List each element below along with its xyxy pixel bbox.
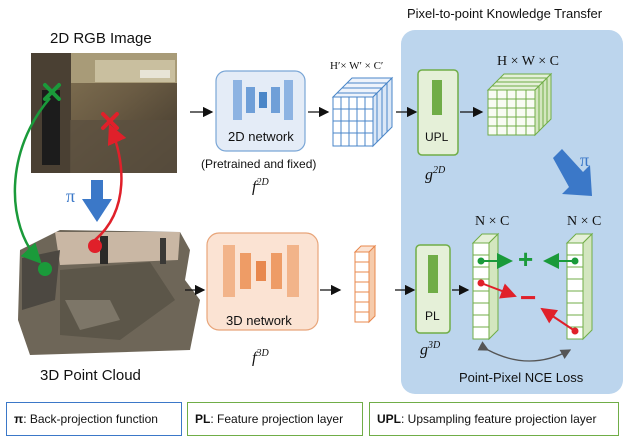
point-features-left-dims: N × C: [475, 214, 510, 229]
legend-pi: π: Back-projection function: [6, 402, 182, 436]
feature2d-volume: [331, 76, 394, 148]
image2d-title: 2D RGB Image: [50, 30, 152, 47]
negative-point-left: [477, 279, 485, 287]
network3d-box: [206, 232, 319, 331]
point-feature-column-right: [565, 232, 594, 341]
legend-pl-key: PL: [195, 412, 211, 426]
upl-box: [417, 69, 459, 156]
pi-label-left: π: [66, 186, 76, 206]
panel-title: Pixel-to-point Knowledge Transfer: [407, 6, 603, 21]
legend-upl-text: : Upsampling feature projection layer: [401, 412, 597, 426]
green-point-marker-2d: [43, 83, 61, 101]
network3d-label: 3D network: [226, 313, 292, 328]
positive-symbol: +: [518, 244, 534, 274]
negative-arrow-right: [540, 307, 576, 332]
f3d-label: f3D: [252, 348, 269, 367]
red-correspondence-arrow: [94, 123, 127, 241]
pl-label: PL: [425, 309, 440, 323]
negative-point-right: [571, 327, 579, 335]
feature2d-dims: H′× W′ × C′: [330, 60, 384, 72]
green-correspondence-arrow: [13, 97, 51, 264]
legend-upl: UPL: Upsampling feature projection layer: [369, 402, 619, 436]
back-projection-arrow: [82, 180, 112, 222]
legend-pl-text: : Feature projection layer: [210, 412, 344, 426]
upsampled-dims: H × W × C: [497, 54, 559, 69]
green-point-marker-3d: [38, 262, 52, 276]
legend-pl: PL: Feature projection layer: [187, 402, 363, 436]
legend-pi-text: : Back-projection function: [23, 412, 158, 426]
network2d-note: (Pretrained and fixed): [201, 157, 317, 171]
pi-transfer-arrow: [553, 149, 592, 196]
negative-arrow-left: [480, 282, 517, 299]
loss-curve-arrow: [477, 341, 572, 362]
negative-symbol: −: [520, 282, 537, 313]
cloud3d-title: 3D Point Cloud: [40, 367, 141, 384]
g2d-label: g2D: [425, 165, 446, 184]
point-features-right-dims: N × C: [567, 214, 602, 229]
point-cloud: [18, 230, 200, 355]
red-point-marker-3d: [88, 239, 102, 253]
positive-point-right: [571, 257, 579, 265]
pi-label-right: π: [580, 150, 590, 170]
upl-label: UPL: [425, 130, 449, 144]
network2d-label: 2D network: [228, 129, 294, 144]
upsampled-volume: [486, 72, 553, 137]
point-feature-column-left: [471, 232, 500, 341]
network2d-box: [215, 70, 306, 152]
positive-point-left: [477, 257, 485, 265]
g3d-label: g3D: [420, 340, 441, 359]
feature3d-stack: [353, 244, 377, 324]
legend-upl-key: UPL: [377, 412, 401, 426]
pl-box: [415, 244, 451, 334]
f2d-label: f2D: [252, 177, 269, 196]
loss-label: Point-Pixel NCE Loss: [459, 370, 584, 385]
legend-pi-key: π: [14, 412, 24, 426]
rgb-image: [31, 53, 177, 173]
